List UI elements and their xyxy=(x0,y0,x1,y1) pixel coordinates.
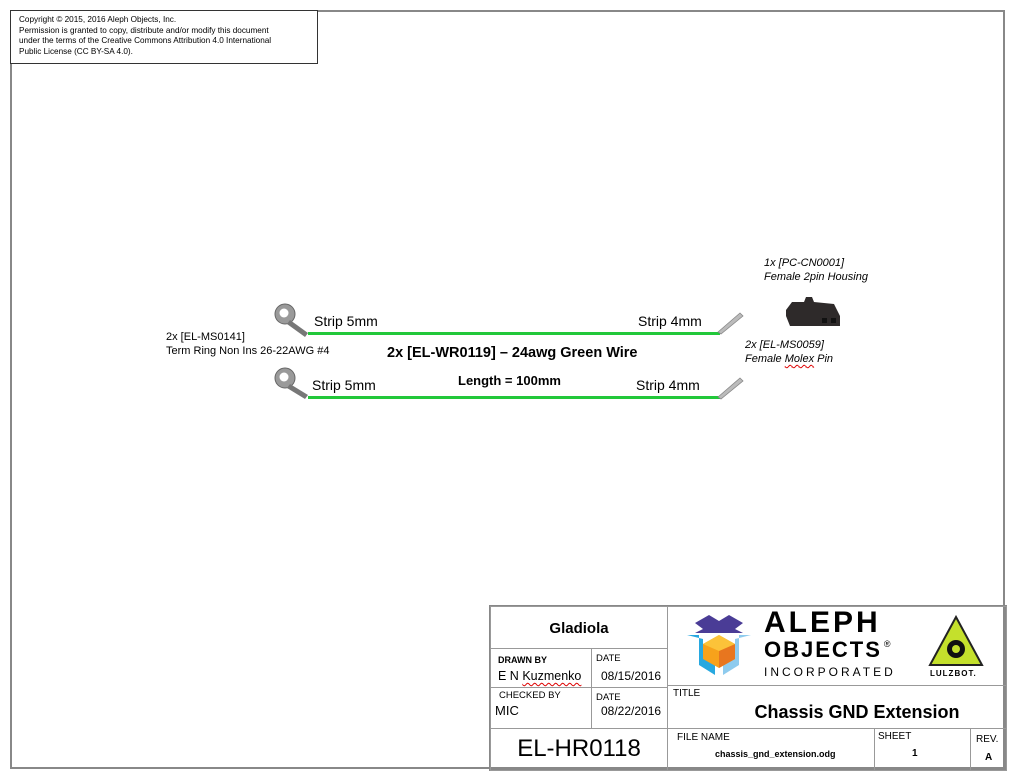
strip-label: Strip 4mm xyxy=(638,313,702,329)
pin-desc: Female Molex Pin xyxy=(745,352,833,366)
date-label: DATE xyxy=(596,653,621,664)
logo-aleph: ALEPH xyxy=(764,606,881,639)
file-name-label: FILE NAME xyxy=(677,732,730,743)
copyright-line: Permission is granted to copy, distribut… xyxy=(19,25,269,35)
sheet-cell: SHEET 1 xyxy=(874,728,971,771)
housing-label: 1x [PC-CN0001] Female 2pin Housing xyxy=(764,256,868,284)
title-label: TITLE xyxy=(673,688,701,699)
logo-objects: OBJECTS xyxy=(764,637,882,662)
wire-label: 2x [EL-WR0119] – 24awg Green Wire xyxy=(387,345,638,361)
strip-label: Strip 4mm xyxy=(636,377,700,393)
rev-cell: REV. A xyxy=(970,728,1007,771)
pin-part: 2x [EL-MS0059] xyxy=(745,339,824,351)
aleph-objects-logo-icon xyxy=(687,615,751,675)
date-cell: DATE 08/22/2016 xyxy=(591,687,668,729)
drawn-by-surname: Kuzmenko xyxy=(522,669,582,683)
copyright-line: Copyright © 2015, 2016 Aleph Objects, In… xyxy=(19,15,177,24)
strip-label: Strip 5mm xyxy=(314,313,378,329)
pin-label: 2x [EL-MS0059] Female Molex Pin xyxy=(745,338,833,366)
green-wire-1 xyxy=(308,332,720,335)
sheet-number: 1 xyxy=(912,748,918,759)
ring-terminal-icon xyxy=(274,303,308,337)
sheet-label: SHEET xyxy=(878,731,912,742)
housing-desc: Female 2pin Housing xyxy=(764,271,868,283)
pin-desc-text: Female xyxy=(745,353,785,365)
part-number-cell: EL-HR0118 xyxy=(490,728,668,771)
ring-terminal-desc: Term Ring Non Ins 26-22AWG #4 xyxy=(166,345,330,357)
date-label: DATE xyxy=(596,692,621,703)
title-cell: TITLE Chassis GND Extension xyxy=(667,685,1007,729)
molex-pin-icon xyxy=(717,377,744,400)
checked-by-label: CHECKED BY xyxy=(499,690,561,701)
drawn-by-value: E N Kuzmenko xyxy=(498,669,581,684)
date-cell: DATE 08/15/2016 xyxy=(591,648,668,688)
part-number: EL-HR0118 xyxy=(517,735,641,762)
ring-terminal-icon xyxy=(274,367,308,399)
project-name: Gladiola xyxy=(549,620,609,637)
logo-incorporated: INCORPORATED xyxy=(764,665,896,679)
molex-pin-icon xyxy=(717,312,744,335)
connector-housing-icon xyxy=(786,297,840,326)
project-cell: Gladiola xyxy=(490,606,668,649)
ring-terminal-part: 2x [EL-MS0141] xyxy=(166,331,245,343)
checked-date: 08/22/2016 xyxy=(601,704,662,718)
rev-value: A xyxy=(985,752,993,763)
file-name: chassis_gnd_extension.odg xyxy=(715,749,836,759)
ring-terminal-label: 2x [EL-MS0141] Term Ring Non Ins 26-22AW… xyxy=(166,330,329,358)
logo-registered: ® xyxy=(883,639,891,649)
drawing-title: Chassis GND Extension xyxy=(754,702,960,722)
drawn-by-label: DRAWN BY xyxy=(498,655,547,665)
pin-desc-text: Pin xyxy=(814,353,834,365)
rev-label: REV. xyxy=(976,734,999,745)
drawn-by-initials: E N xyxy=(498,669,523,683)
lulzbot-brand: LULZBOT. xyxy=(930,669,977,678)
housing-part: 1x [PC-CN0001] xyxy=(764,257,845,269)
drawing-frame xyxy=(10,10,1005,769)
green-wire-2 xyxy=(308,396,720,399)
copyright-line: Public License (CC BY-SA 4.0). xyxy=(19,46,133,56)
file-name-cell: FILE NAME chassis_gnd_extension.odg xyxy=(667,728,875,771)
copyright-line: under the terms of the Creative Commons … xyxy=(19,36,272,45)
checked-by-cell: CHECKED BY MIC xyxy=(490,687,592,729)
checked-by-value: MIC xyxy=(495,703,519,718)
copyright-notice: Copyright © 2015, 2016 Aleph Objects, In… xyxy=(10,10,318,64)
drawn-by-cell: DRAWN BY E N Kuzmenko xyxy=(490,648,592,688)
pin-desc-text: Molex xyxy=(784,353,815,365)
drawn-date: 08/15/2016 xyxy=(601,669,662,683)
strip-label: Strip 5mm xyxy=(312,377,376,393)
logo-objects-line: OBJECTS® xyxy=(764,639,891,664)
lulzbot-logo-icon xyxy=(928,615,984,666)
logo-cell: ALEPH OBJECTS® INCORPORATED LULZBOT. xyxy=(667,606,1007,686)
length-label: Length = 100mm xyxy=(458,373,561,388)
